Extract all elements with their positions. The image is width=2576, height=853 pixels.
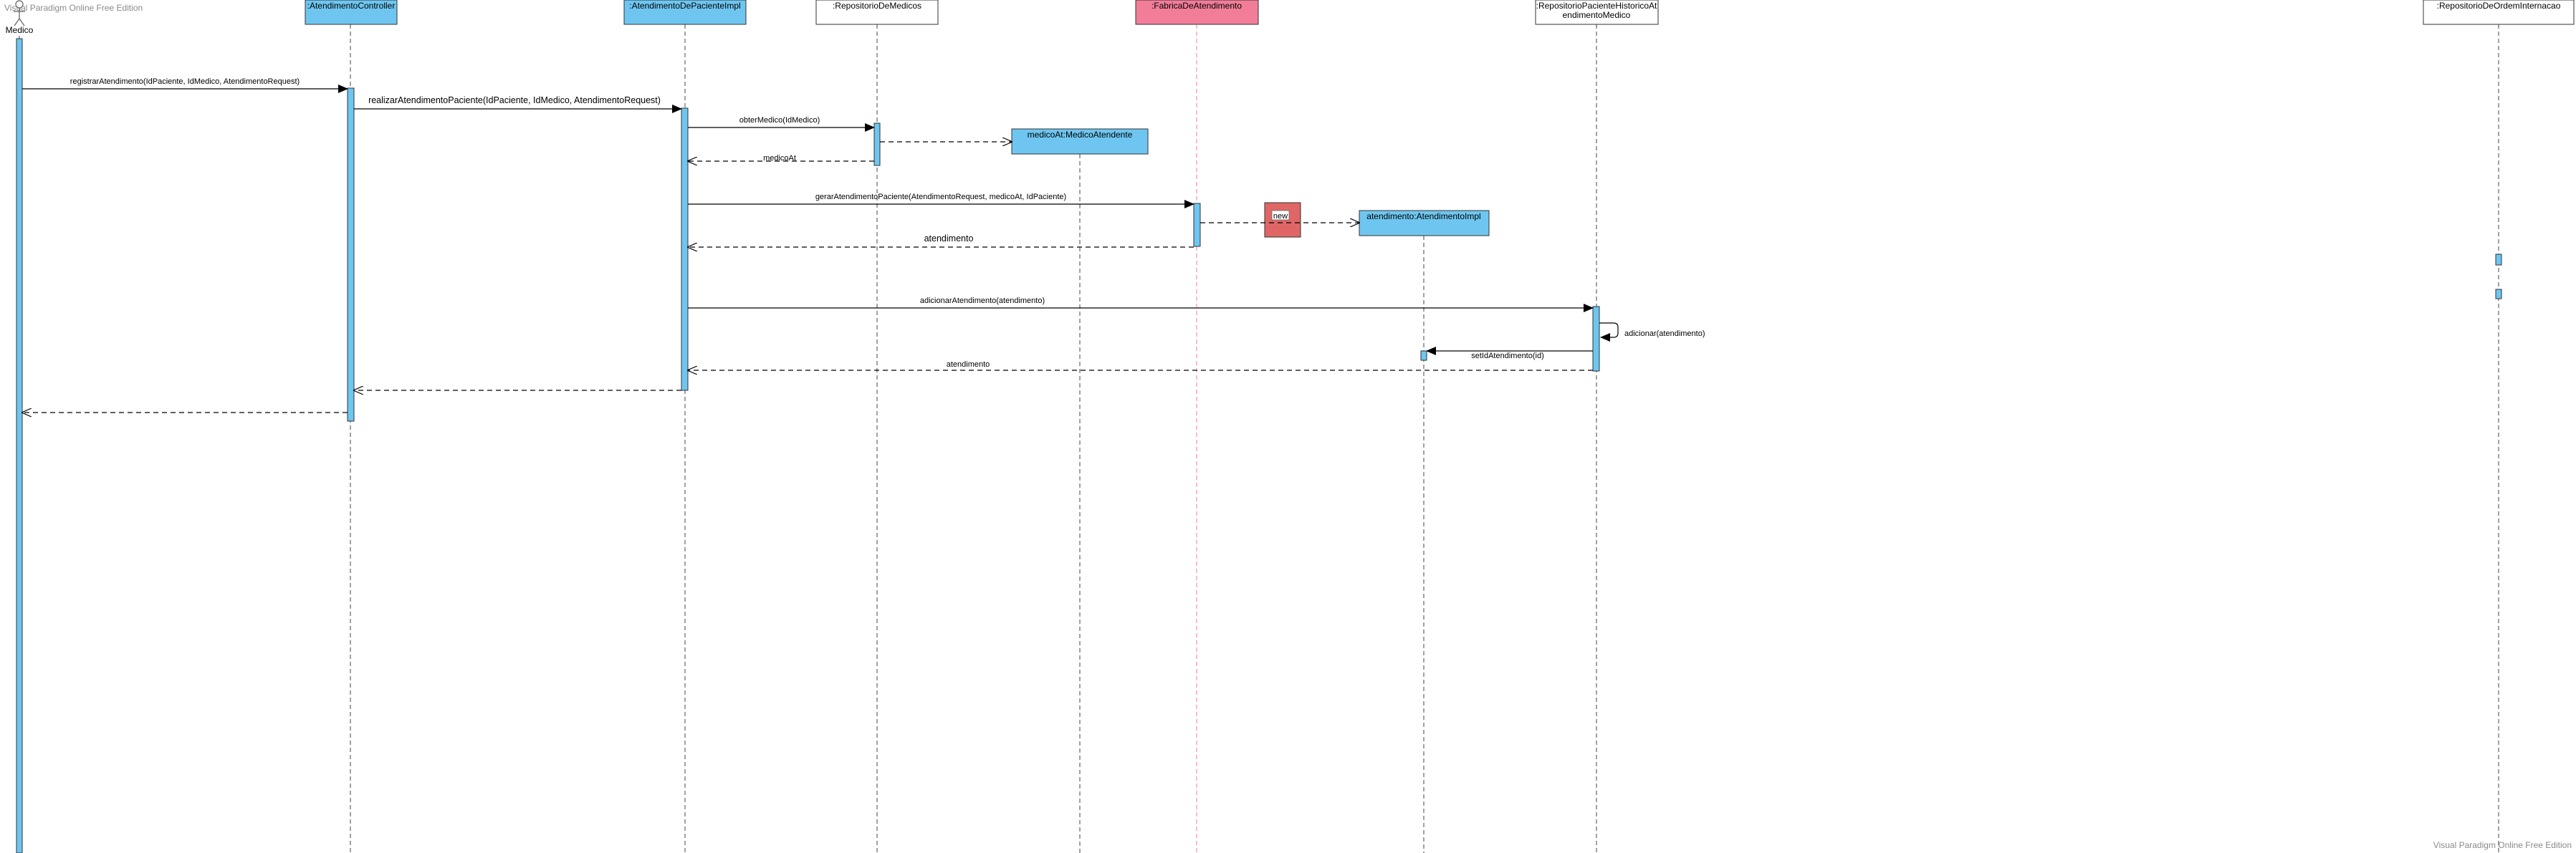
participant-repositorio-de-medicos[interactable]: :RepositorioDeMedicos — [815, 0, 939, 853]
message-label: registrarAtendimento(IdPaciente, IdMedic… — [70, 77, 300, 86]
message-obter-medico[interactable]: obterMedico(IdMedico) — [688, 116, 875, 132]
participant-box — [815, 0, 939, 25]
participant-box — [623, 0, 747, 25]
message-label: gerarAtendimentoPaciente(AtendimentoRequ… — [815, 193, 1066, 201]
message-label: adicionar(atendimento) — [1624, 329, 1705, 338]
message-label: adicionarAtendimento(atendimento) — [920, 297, 1045, 305]
actor-head-icon — [15, 0, 24, 9]
participant-label: :AtendimentoDePacienteImpl — [629, 1, 740, 11]
activation-atendimento-impl — [1420, 350, 1427, 361]
new-marker-label: new — [1273, 212, 1288, 221]
participant-box — [1535, 0, 1659, 25]
message-realizar-atendimento-paciente[interactable]: realizarAtendimentoPaciente(IdPaciente, … — [354, 95, 682, 113]
participant-repositorio-paciente-historico[interactable]: :RepositorioPacienteHistoricoAt endiment… — [1535, 0, 1659, 853]
watermark-top: Visual Paradigm Online Free Edition — [4, 3, 143, 13]
participant-fabrica-de-atendimento[interactable]: :FabricaDeAtendimento — [1135, 0, 1259, 853]
message-label: medicoAt — [763, 154, 796, 163]
activation-medico — [16, 38, 23, 853]
message-label: setIdAtendimento(id) — [1471, 352, 1544, 360]
actor-medico[interactable]: Medico — [6, 0, 34, 853]
message-label: obterMedico(IdMedico) — [739, 116, 820, 125]
activation-service — [681, 107, 689, 391]
participant-atendimento-controller[interactable]: :AtendimentoController — [305, 0, 398, 853]
participant-label: endimentoMedico — [1563, 10, 1631, 20]
participant-box — [305, 0, 398, 25]
object-box — [1359, 210, 1490, 236]
activation-repo-historico — [1592, 306, 1600, 372]
participant-label: :RepositorioDeMedicos — [833, 1, 921, 11]
participant-box — [2423, 0, 2575, 25]
new-marker-label-bg — [1271, 210, 1290, 221]
object-label: atendimento:AtendimentoImpl — [1366, 211, 1480, 221]
participant-repositorio-de-ordem-internacao[interactable]: :RepositorioDeOrdemInternacao — [2423, 0, 2575, 853]
actor-name: Medico — [6, 25, 34, 35]
participant-atendimento-de-paciente-impl[interactable]: :AtendimentoDePacienteImpl — [623, 0, 747, 853]
message-label: atendimento — [924, 233, 974, 244]
message-label: atendimento — [947, 360, 990, 369]
object-atendimento-impl[interactable]: atendimento:AtendimentoImpl — [1359, 210, 1490, 853]
activation-fabrica — [1193, 203, 1201, 247]
watermark-bottom: Visual Paradigm Online Free Edition — [2433, 840, 2572, 850]
message-return-atendimento-repo[interactable]: atendimento — [688, 360, 1593, 370]
message-arrow — [1599, 322, 1619, 342]
object-medico-atendente[interactable]: medicoAt:MedicoAtendente — [1011, 128, 1149, 853]
message-adicionar-atendimento[interactable]: adicionarAtendimento(atendimento) — [688, 297, 1594, 312]
participant-label: :RepositorioDeOrdemInternacao — [2437, 1, 2561, 11]
activation-repo-medicos — [873, 122, 881, 166]
participant-label: :RepositorioPacienteHistoricoAt — [1536, 1, 1657, 11]
activation-repo-internacao-2 — [2495, 289, 2502, 299]
message-return-medico-at[interactable]: medicoAt — [688, 154, 874, 163]
participant-label: :AtendimentoController — [307, 1, 396, 11]
activation-repo-internacao-1 — [2495, 254, 2502, 266]
object-box — [1011, 128, 1149, 155]
message-registrar-atendimento[interactable]: registrarAtendimento(IdPaciente, IdMedic… — [22, 77, 348, 93]
activation-controller — [347, 87, 355, 422]
new-marker[interactable]: new — [1264, 202, 1301, 238]
message-self-adicionar[interactable]: adicionar(atendimento) — [1599, 322, 1705, 342]
message-set-id-atendimento[interactable]: setIdAtendimento(id) — [1426, 347, 1593, 360]
participant-label: :FabricaDeAtendimento — [1151, 1, 1242, 11]
participant-box — [1135, 0, 1259, 25]
message-gerar-atendimento-paciente[interactable]: gerarAtendimentoPaciente(AtendimentoRequ… — [688, 193, 1194, 208]
message-label: realizarAtendimentoPaciente(IdPaciente, … — [368, 95, 661, 105]
message-return-atendimento-fabrica[interactable]: atendimento — [688, 233, 1194, 247]
object-label: medicoAt:MedicoAtendente — [1028, 130, 1133, 140]
